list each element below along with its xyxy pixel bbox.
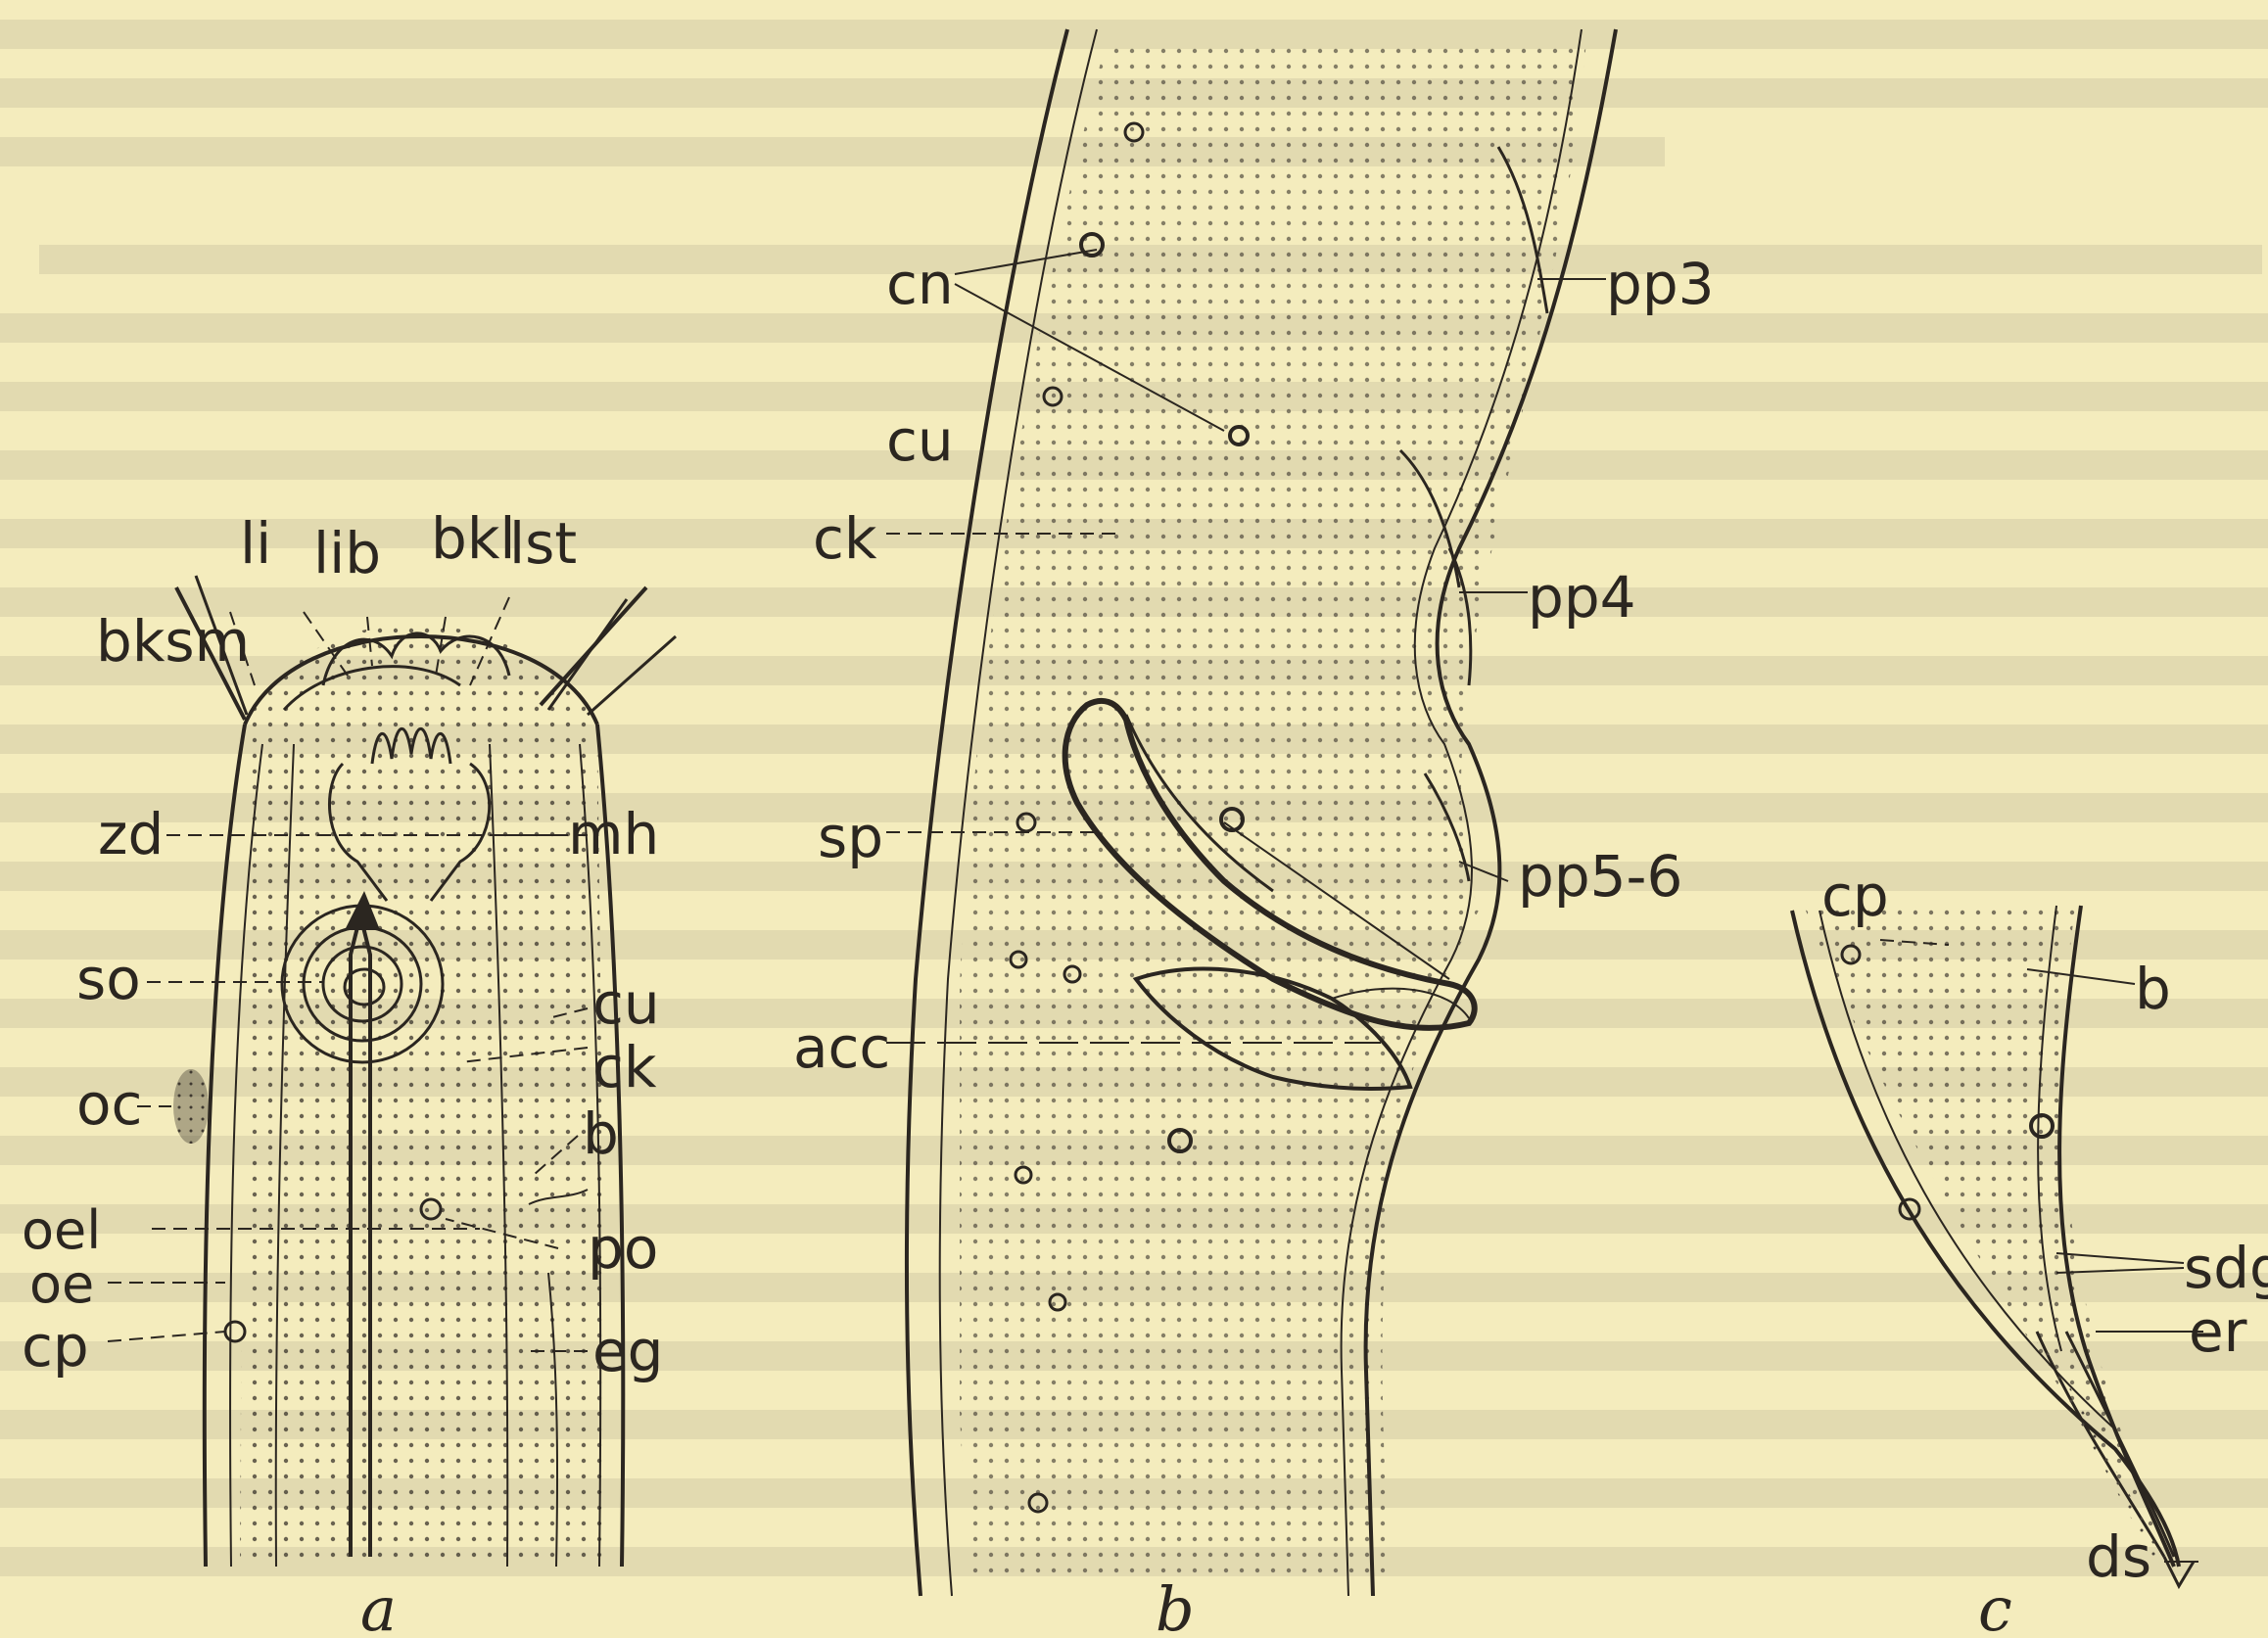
label-pp3: pp3 [1606,251,1715,317]
label-lst: lst [509,510,577,577]
label-a-cu: cu [592,970,660,1037]
label-a-ck: ck [592,1034,657,1100]
label-oe: oe [29,1253,94,1315]
label-so: so [76,946,141,1012]
label-li: li [240,510,271,577]
label-oc: oc [76,1071,142,1138]
caption-c: c [1978,1573,2012,1638]
label-b-cu: cu [886,407,954,474]
panel-c: cp b sdg er ds c [1792,863,2268,1638]
label-eg: eg [592,1318,664,1384]
label-cn: cn [886,251,954,317]
label-a-cp: cp [22,1313,89,1380]
label-ds: ds [2086,1523,2151,1590]
panel-a-body [205,587,637,1576]
caption-b: b [1156,1573,1195,1638]
label-bkl: bkl [431,505,516,572]
label-bksm: bksm [96,608,250,675]
label-pp4: pp4 [1528,564,1636,631]
label-mh: mh [568,801,659,867]
label-acc: acc [793,1014,890,1081]
panel-a-ocellus [173,1069,209,1144]
label-pp5-6: pp5-6 [1518,843,1682,910]
label-sp: sp [818,804,883,870]
label-b-ck: ck [813,505,877,572]
label-er: er [2189,1298,2247,1365]
label-zd: zd [98,801,164,867]
label-c-cp: cp [1821,863,1889,929]
caption-a: a [360,1573,397,1638]
label-sdg: sdg [2184,1235,2268,1301]
label-a-b: b [583,1100,619,1167]
label-c-b: b [2135,956,2171,1022]
label-oel: oel [22,1199,101,1261]
label-po: po [588,1215,658,1282]
label-lib: lib [313,520,381,586]
